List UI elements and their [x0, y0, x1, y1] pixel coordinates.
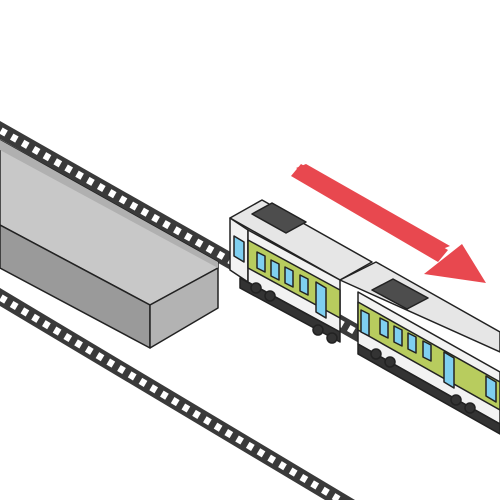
rail-tie	[267, 454, 277, 464]
car-2-wheel-2	[384, 356, 396, 368]
rail-tie	[9, 133, 19, 143]
rail-tie	[0, 127, 8, 137]
rail-tie	[224, 429, 234, 439]
platform-block	[0, 139, 219, 349]
car-2-roof-panel	[371, 278, 429, 310]
rail-tie	[151, 213, 160, 223]
train-car-1	[229, 199, 373, 344]
car-2-door	[443, 351, 455, 389]
rail-tie	[205, 244, 215, 254]
rail-tie	[299, 473, 309, 484]
rail-tie	[96, 182, 106, 193]
car-2-wheel-4	[464, 402, 476, 414]
car-1-window-1	[256, 251, 266, 273]
rail-tie	[140, 207, 150, 217]
rail-tie	[213, 422, 223, 432]
rail-tie	[203, 416, 212, 426]
rail-tie	[31, 145, 41, 156]
rail-tie	[149, 384, 159, 394]
rail-tie	[117, 364, 126, 375]
rail-tie	[84, 345, 94, 355]
rail-tie	[118, 195, 128, 205]
rail-tie	[310, 480, 320, 490]
rail-tie	[235, 435, 244, 445]
rail-tie	[20, 139, 30, 149]
car-2-window-1	[379, 317, 389, 339]
rail-tie	[64, 164, 74, 174]
car-2-window-3	[407, 332, 417, 354]
car-2-window-4	[422, 340, 432, 362]
rail-tie	[138, 377, 148, 387]
rail-tie	[127, 371, 137, 381]
rail-tie	[52, 326, 62, 336]
car-1-wheel-2	[264, 290, 276, 302]
rail-tie	[346, 324, 356, 335]
car-2-wheel-3	[450, 394, 462, 406]
car-2-wheel-1	[370, 348, 382, 360]
car-2-front-window	[485, 375, 497, 403]
car-1-window-2	[270, 259, 280, 281]
rail-tie	[288, 467, 298, 477]
rail-tie	[245, 441, 255, 451]
rail-tie	[53, 158, 63, 168]
rail-tie	[162, 220, 171, 230]
rail-tie	[129, 201, 139, 211]
car-2-roof	[339, 261, 500, 353]
rail-tie	[194, 238, 204, 248]
block-top-shade	[0, 140, 218, 268]
lower-track-rails	[0, 288, 355, 500]
car-1-wheel-4	[326, 332, 338, 344]
car-1-wheel-3	[312, 324, 324, 336]
rail-tie	[42, 320, 51, 330]
rail-tie	[278, 461, 287, 471]
rail-tie	[173, 226, 182, 236]
rail-tie	[31, 313, 40, 323]
car-1-wheel-1	[250, 282, 262, 294]
rail-tie	[42, 152, 52, 162]
car-1-window-3	[284, 266, 294, 288]
rail-tie	[63, 332, 73, 343]
rail-tie	[106, 358, 116, 368]
car-1-front-window	[233, 235, 245, 263]
rail-tie	[183, 232, 193, 242]
car-1-window-4	[299, 274, 309, 296]
rail-tie	[321, 486, 330, 496]
block-right-face	[149, 267, 219, 349]
rail-tie	[20, 307, 30, 317]
rail-tie	[170, 397, 180, 407]
rail-tie	[0, 294, 8, 304]
arrow-head	[424, 244, 486, 283]
rail-tie	[74, 339, 83, 349]
rail-tie	[160, 390, 169, 400]
rail-tie	[107, 189, 117, 199]
lower-track-ties	[0, 294, 341, 500]
rail-tie	[181, 403, 191, 413]
red-direction-arrow	[291, 164, 486, 283]
rail-tie	[192, 409, 201, 419]
rail-tie	[216, 250, 226, 260]
rail-tie	[95, 352, 105, 362]
car-2-end-window	[360, 309, 370, 337]
train	[229, 199, 500, 435]
lower-track	[0, 288, 355, 500]
rail-tie	[9, 300, 19, 311]
arrow-shaft-body	[291, 164, 448, 262]
rail-tie	[75, 170, 84, 180]
car-1-roof-panel	[251, 202, 307, 234]
rail-tie	[256, 448, 266, 458]
car-1-door	[315, 281, 327, 319]
train-car-2	[339, 261, 500, 435]
car-2-window-2	[393, 325, 403, 347]
rail-tie	[86, 176, 95, 186]
